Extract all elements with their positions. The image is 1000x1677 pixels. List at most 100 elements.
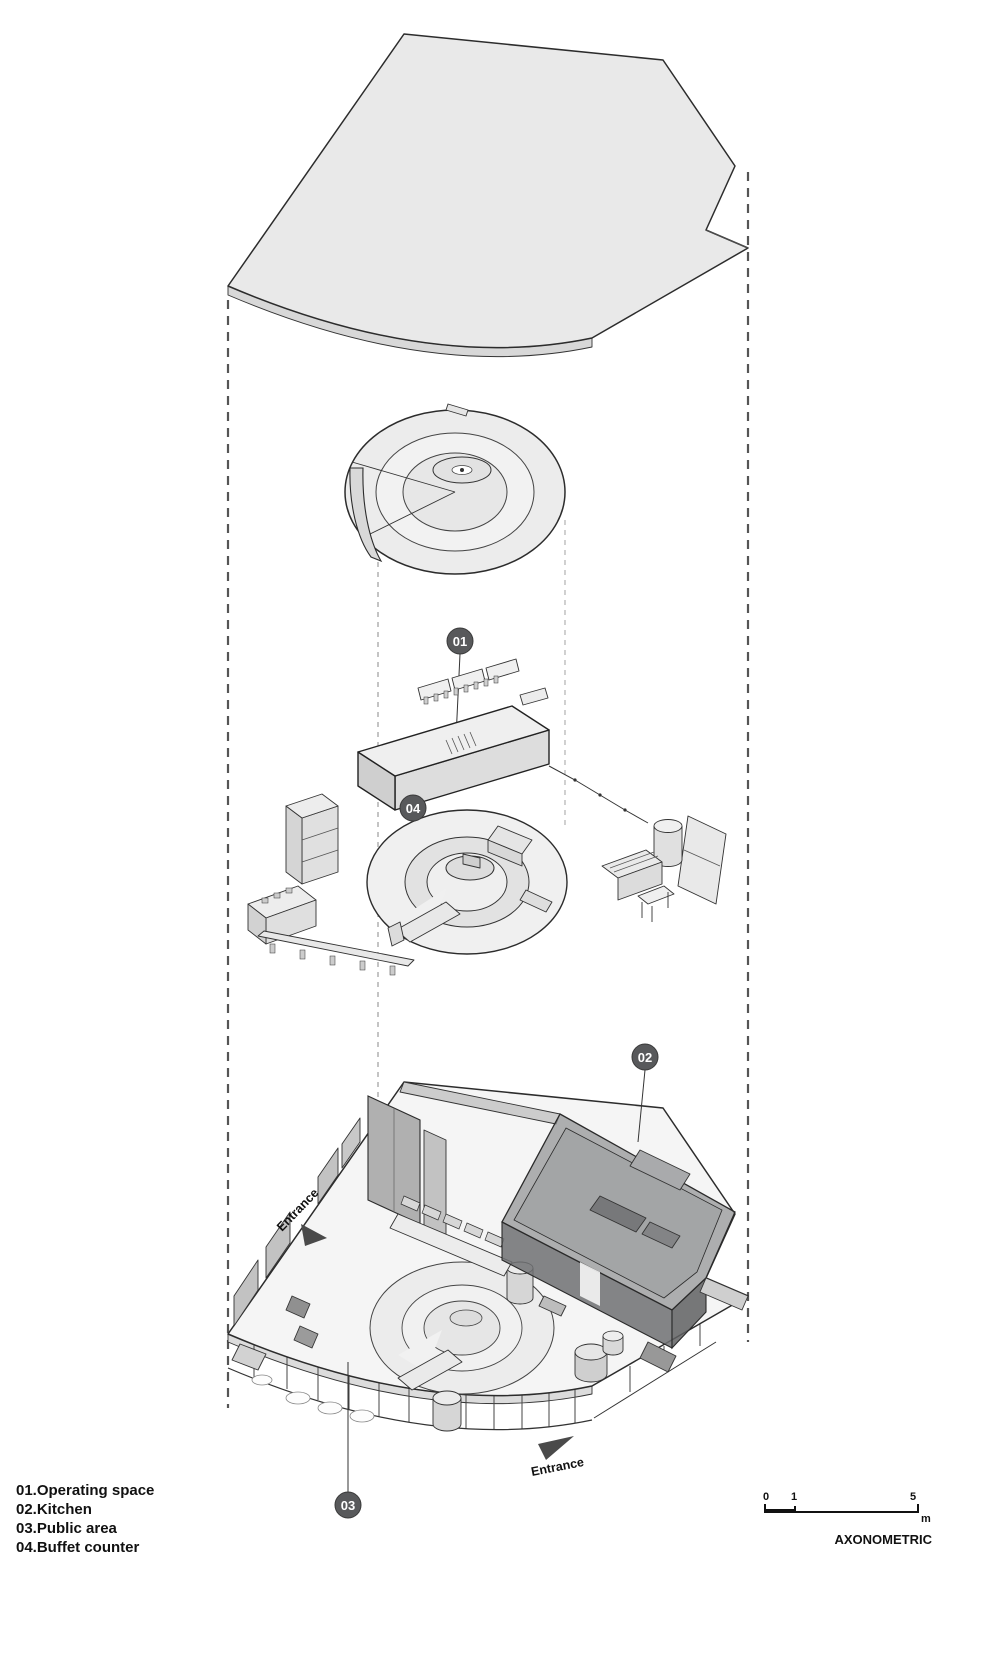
footprint-hub [449,1309,483,1327]
drawing-caption: AXONOMETRIC [835,1532,933,1547]
scale-unit: m [921,1513,931,1525]
kitchen-notch-wall [699,1277,749,1311]
entrance-lower: Entrance [530,1436,585,1479]
canopy-radial-2 [367,491,456,536]
canopy-hub-dot [460,468,464,472]
floor-table [317,1401,343,1415]
cable-node [623,808,627,812]
legend-item-buffet-counter: 04.Buffet counter [16,1539,140,1556]
floor-cylinder-top [432,1390,462,1406]
callout-02-number: 02 [638,1050,652,1065]
entrance-arrow-icon [538,1436,574,1460]
cabinet-shelf-line [301,827,339,841]
back-bar-zone [367,1081,561,1277]
stool-top [637,885,675,905]
spiral-canopy [344,403,566,575]
shelf-panel [485,658,520,681]
rail-feet [269,943,396,976]
canopy-spiral-wall [349,467,383,563]
planter [231,1343,267,1371]
floor-cylinder [432,1398,462,1432]
callout-03-badge [334,1491,362,1519]
floor-table [349,1409,375,1423]
bench-slat [613,855,659,873]
shelf-panel [451,668,486,691]
operating-space-layer [357,653,649,824]
entrance-lower-label: Entrance [530,1455,585,1479]
tank-top [653,819,683,833]
dark-box-left [285,1295,311,1319]
roof-top-face [227,33,749,349]
legend-item-operating-space: 01.Operating space [16,1482,155,1499]
legend-item-public-area: 03.Public area [16,1520,117,1537]
floor-table [251,1374,273,1386]
canopy-top-fin [445,403,469,417]
right-panel-line [683,849,721,867]
callout-01-badge [446,627,474,655]
equipment-right [601,815,727,922]
service-rail [257,930,415,967]
shelf-panel-right [519,687,549,706]
callout-03-number: 03 [341,1498,355,1513]
walkway-end-cap [387,921,405,947]
dark-box-left [293,1325,319,1349]
kitchen-volume [501,1113,749,1350]
roof-slab [227,33,749,358]
bench-front [617,861,663,901]
kitchen-counter [589,1195,647,1233]
buffet-side-block [519,889,553,913]
public-area [251,1261,677,1432]
legend: 01.Operating space 02.Kitchen 03.Public … [16,1481,154,1557]
dark-box-right [639,1341,677,1373]
buffet-center-box [462,853,481,869]
cabinet-side [285,805,303,885]
kitchen-door-gap [580,1262,600,1306]
wall-slab [317,1147,339,1205]
railing-right-rail [593,1341,717,1419]
bottle-row [423,675,499,705]
bar-equipment-row [400,1195,505,1248]
cable-node [573,778,577,782]
cable-node [598,793,602,797]
projection-guides [226,172,750,1408]
cabinet-front [301,805,339,885]
wall-slab [341,1117,361,1169]
counter-left-items [261,887,293,904]
column-cylinder [506,1268,534,1305]
left-walls [231,1117,361,1371]
equipment-left [247,793,415,976]
shelf-panel [417,678,452,701]
floor-walkway [397,1349,463,1391]
callout-04-badge [399,794,427,822]
kitchen-hood [629,1149,691,1191]
scale-bar: 0 1 5 m AXONOMETRIC [763,1491,933,1547]
buffet-station-front [487,839,523,867]
wall-stub [538,1295,567,1317]
callout-02-badge [631,1043,659,1071]
floor-cylinder-top [574,1343,608,1361]
callout-01-number: 01 [453,634,467,649]
right-panel [677,815,727,905]
floor-table [285,1391,311,1405]
wall-panel-2 [423,1129,447,1237]
callout-04-number: 04 [406,801,421,816]
cabinet-top [285,793,339,819]
railing-bottom-rail [227,1367,593,1431]
scale-tick-1: 1 [791,1491,797,1503]
floor-cylinder [574,1352,608,1383]
floor-plan-layer: Entrance Entrance [227,1069,749,1492]
buffet-counter-layer [366,809,568,955]
counter-top-equipment [445,731,477,755]
buffet-walkway [395,901,461,943]
callout-02-leader [637,1069,646,1143]
scale-tick-0: 0 [763,1491,769,1503]
floor-cylinder-small-top [602,1330,624,1342]
bar-footprint [389,1213,513,1277]
legend-item-kitchen: 02.Kitchen [16,1501,92,1518]
callout-badges: 01 04 02 03 [334,627,659,1519]
scale-bar-filled-segment [765,1509,795,1512]
wall-slab [265,1211,291,1279]
canopy-radial-1 [351,461,456,493]
